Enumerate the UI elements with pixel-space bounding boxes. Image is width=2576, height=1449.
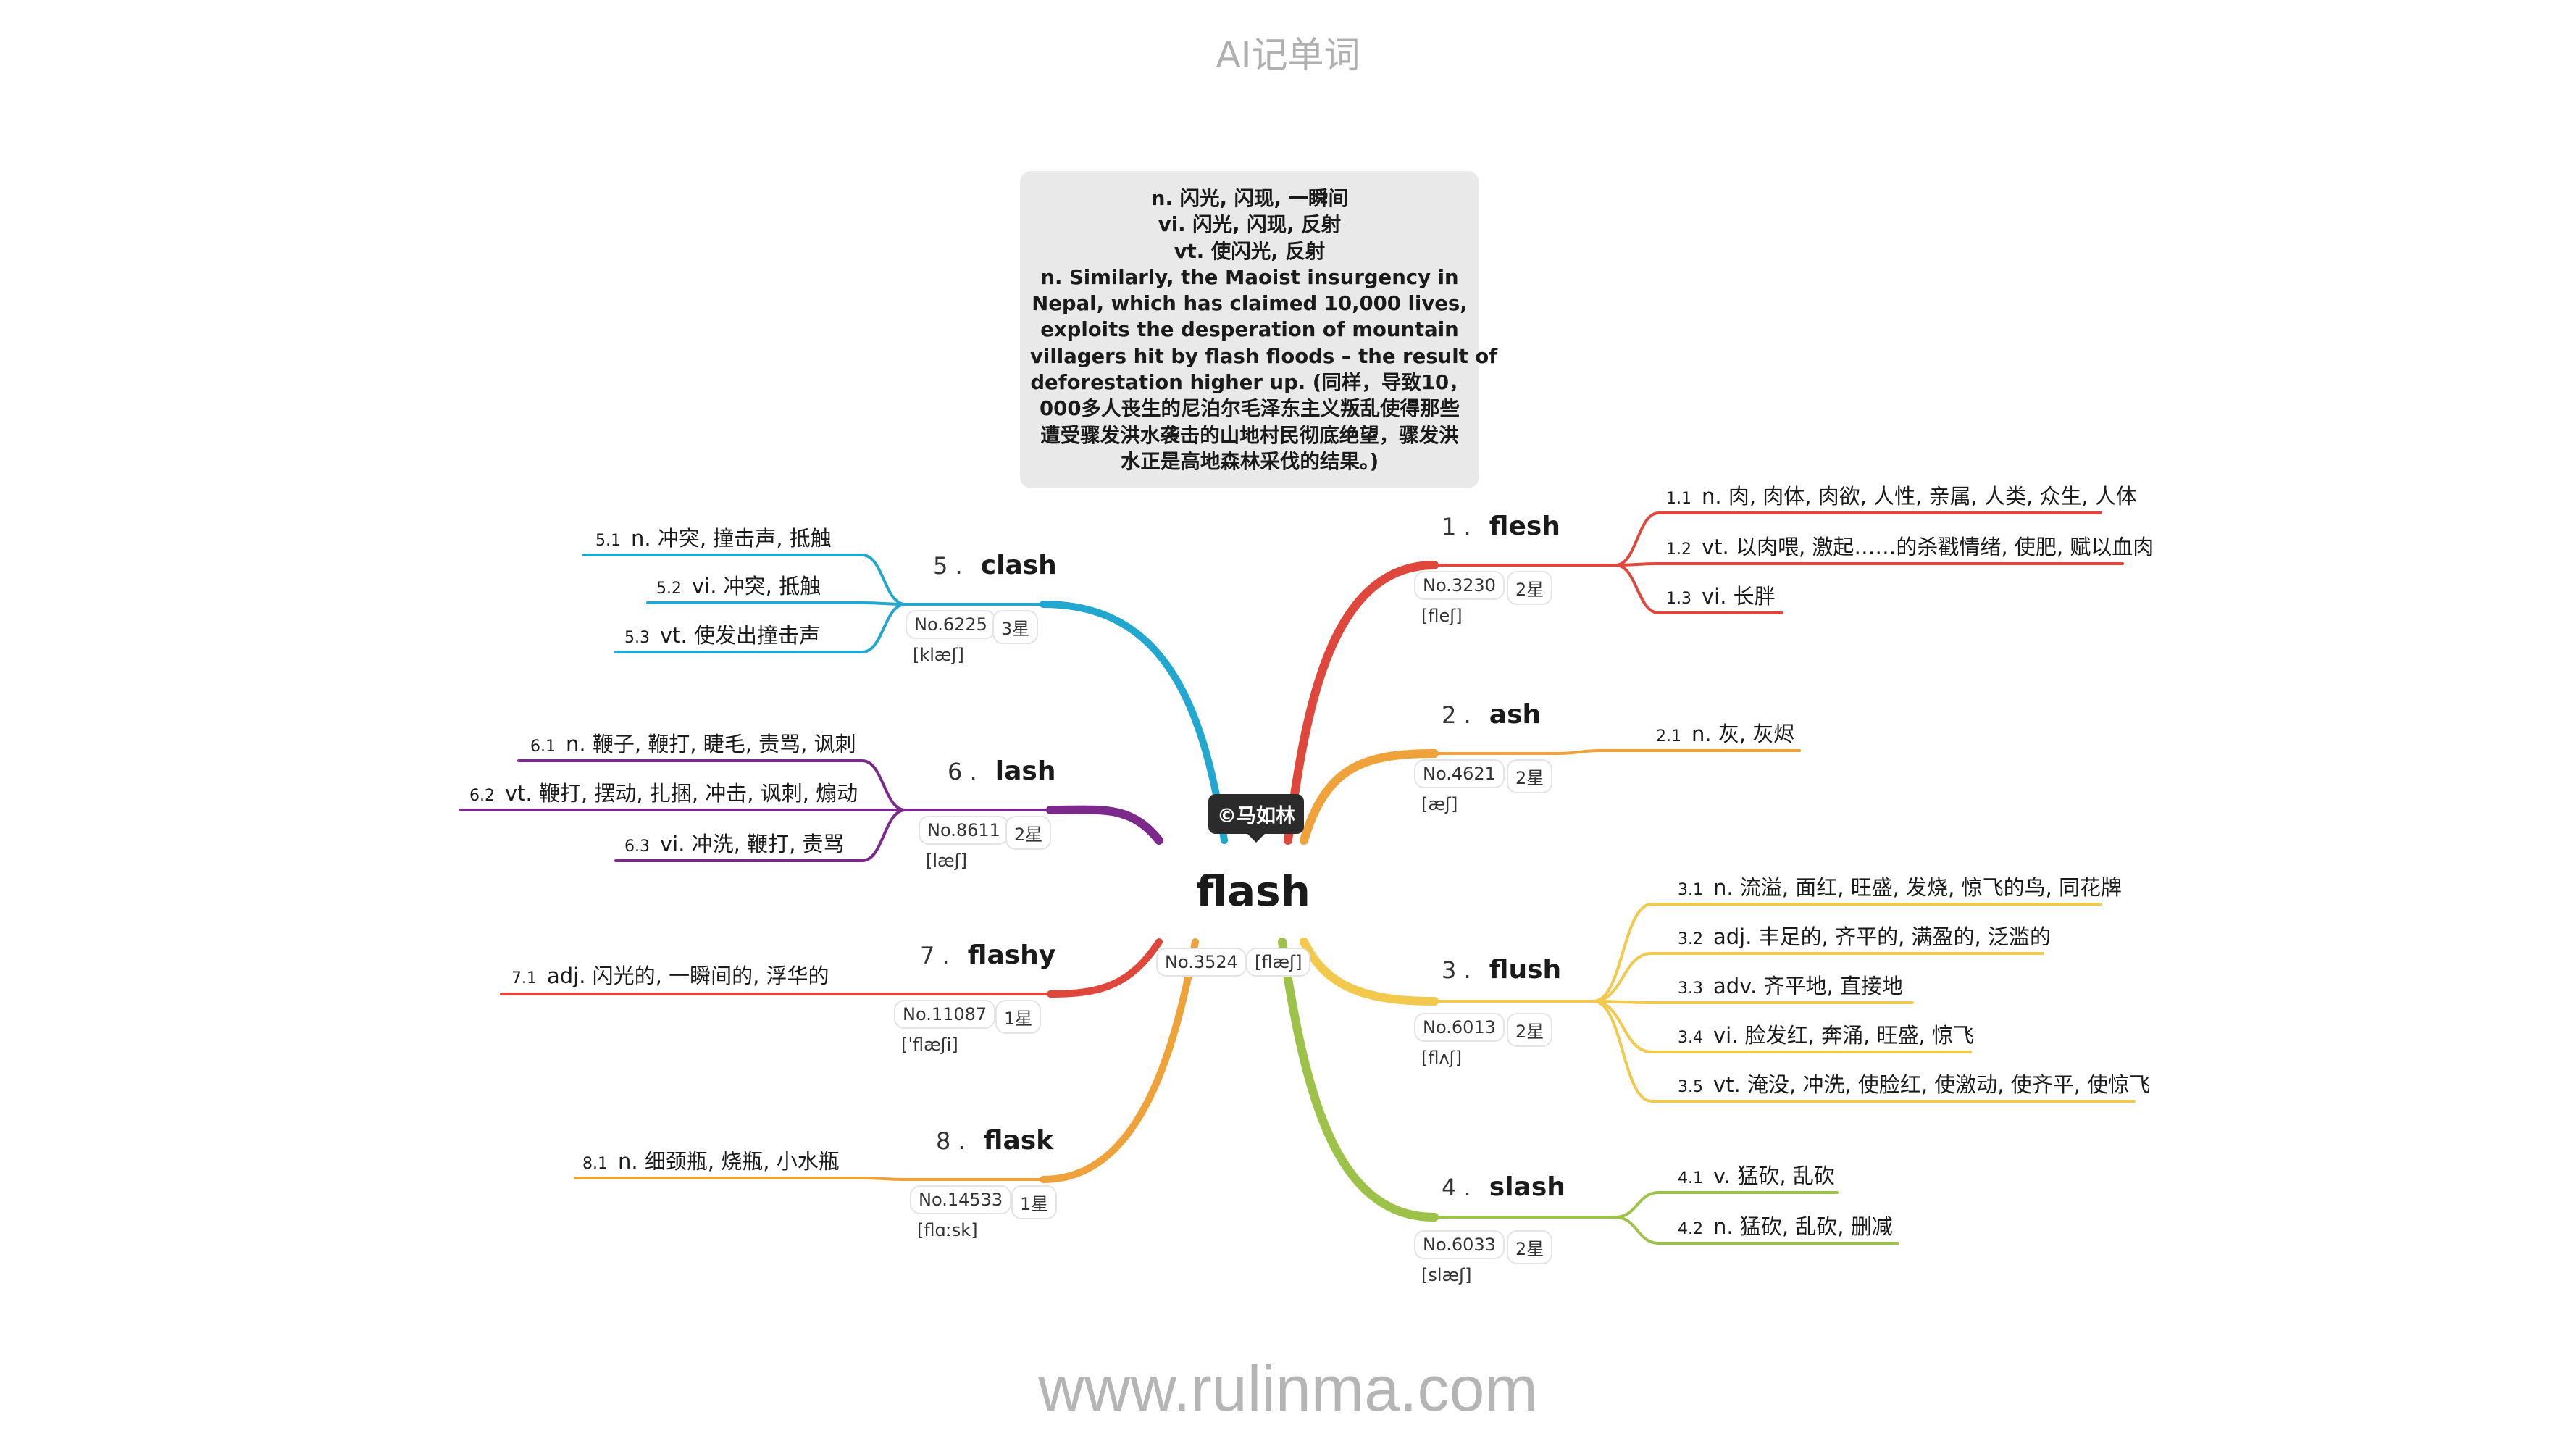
note-line: 水正是高地森林采伐的结果。) <box>1120 449 1379 473</box>
word-phonetic: [ˈflæʃi] <box>901 1035 958 1055</box>
note-line: deforestation higher up. (同样，导致10， <box>1030 371 1469 395</box>
branch-number: 1 . <box>1442 513 1471 540</box>
connector-slash <box>1278 938 1439 1222</box>
app-title: AI记单词 <box>1216 34 1360 76</box>
branch-word-ash[interactable]: 2 . ash <box>1442 700 1542 730</box>
branch-word-flask[interactable]: 8 . flask <box>936 1126 1054 1156</box>
center-word[interactable]: flash <box>1196 867 1310 916</box>
word-stars: 2星 <box>1507 571 1553 605</box>
branch-word: flesh <box>1489 511 1560 541</box>
branch-word-flesh[interactable]: 1 . flesh <box>1442 511 1560 541</box>
branch-word-flashy[interactable]: 7 . flashy <box>920 940 1056 970</box>
connector-flashy <box>1047 938 1163 998</box>
note-line: 遭受骤发洪水袭击的山地村民彻底绝望，骤发洪 <box>1040 423 1459 447</box>
word-number: No.14533 <box>910 1185 1012 1214</box>
author-mark: ©马如林 <box>1208 794 1304 843</box>
word-stars: 1星 <box>1011 1185 1058 1219</box>
connector-lash <box>1046 805 1163 845</box>
word-phonetic: [slæʃ] <box>1421 1265 1472 1285</box>
word-stars: 2星 <box>1005 816 1052 850</box>
note-line: n. 闪光, 闪现, 一瞬间 <box>1150 187 1349 210</box>
note-line: Nepal, which has claimed 10,000 lives, <box>1032 292 1468 316</box>
word-stars: 3星 <box>992 610 1039 644</box>
word-phonetic: [fleʃ] <box>1421 606 1463 626</box>
connector-flask <box>1040 938 1199 1183</box>
word-number: No.6033 <box>1414 1230 1505 1259</box>
note-line: villagers hit by flash floods – the resu… <box>1030 344 1498 368</box>
connector-flush <box>1300 938 1439 1006</box>
connector-flesh <box>1284 561 1439 845</box>
word-number: No.11087 <box>894 1000 996 1029</box>
note-line: exploits the desperation of mountain <box>1040 318 1459 342</box>
note-line: vt. 使闪光, 反射 <box>1174 239 1326 263</box>
connector-clash <box>1040 601 1228 844</box>
note-line: vi. 闪光, 闪现, 反射 <box>1158 213 1342 237</box>
word-number: No.3230 <box>1414 571 1505 600</box>
word-stars: 2星 <box>1507 1230 1553 1264</box>
branch-word-flush[interactable]: 3 . flush <box>1442 955 1562 985</box>
branch-word-lash[interactable]: 6 . lash <box>948 756 1056 786</box>
word-phonetic: [æʃ] <box>1421 794 1458 814</box>
word-phonetic: [flɑːsk] <box>917 1220 978 1240</box>
word-number: No.6013 <box>1414 1013 1505 1042</box>
word-number: No.4621 <box>1414 759 1505 788</box>
center-phonetic: [flæʃ] <box>1246 948 1311 977</box>
word-stars: 2星 <box>1507 759 1553 793</box>
center-number: No.3524 <box>1156 948 1247 977</box>
definition-note: n. 闪光, 闪现, 一瞬间 vi. 闪光, 闪现, 反射 vt. 使闪光, 反… <box>1020 171 1498 488</box>
connector-ash <box>1300 749 1439 845</box>
branch-word-slash[interactable]: 4 . slash <box>1442 1172 1565 1202</box>
word-number: No.8611 <box>919 816 1009 845</box>
branch-word-clash[interactable]: 5 . clash <box>933 551 1057 580</box>
word-stars: 1星 <box>995 1000 1042 1034</box>
word-phonetic: [flʌʃ] <box>1421 1048 1463 1068</box>
word-stars: 2星 <box>1507 1013 1553 1047</box>
note-line: 000多人丧生的尼泊尔毛泽东主义叛乱使得那些 <box>1040 397 1460 421</box>
word-phonetic: [klæʃ] <box>913 645 964 665</box>
note-line: n. Similarly, the Maoist insurgency in <box>1040 265 1459 289</box>
site-url[interactable]: www.rulinma.com <box>1038 1353 1538 1424</box>
word-number: No.6225 <box>906 610 996 639</box>
word-phonetic: [læʃ] <box>926 851 968 871</box>
